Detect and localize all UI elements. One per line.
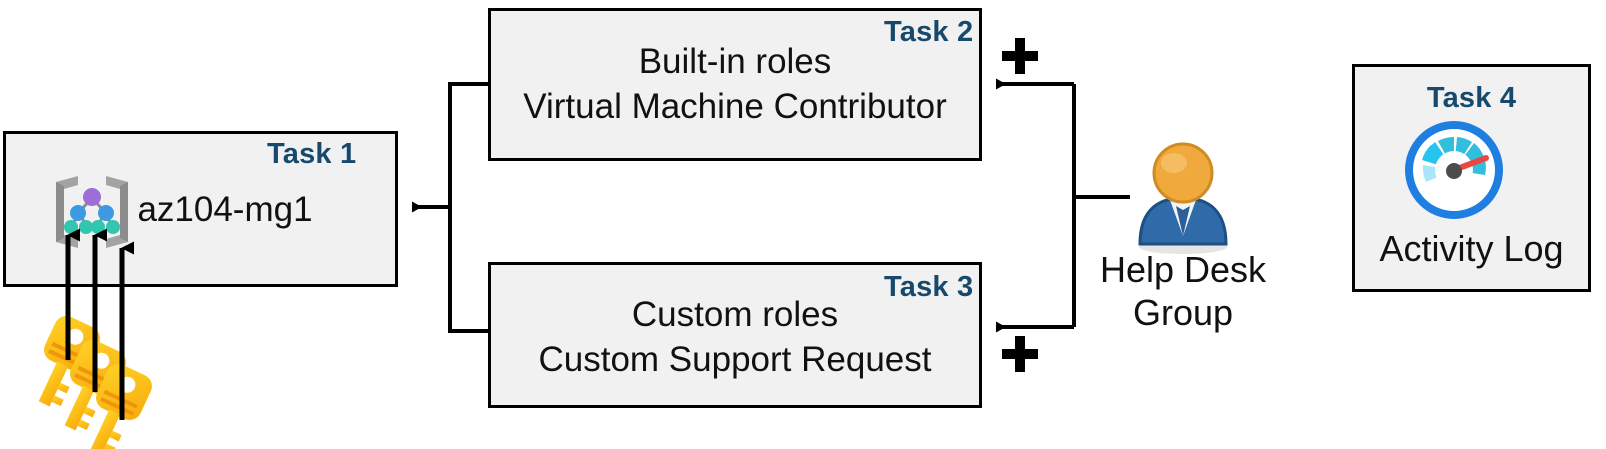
connector-tasks-to-task1 xyxy=(412,82,488,333)
task-3-label: Task 3 xyxy=(884,271,974,303)
task-2-line-1: Built-in roles xyxy=(638,42,832,81)
task-3-box[interactable] xyxy=(488,262,982,408)
connector-helpdesk-to-tasks xyxy=(996,78,1130,333)
connector-keys-to-management-group xyxy=(65,228,134,420)
task-2-label: Task 2 xyxy=(884,16,974,48)
task-4-text: Activity Log xyxy=(1379,228,1564,269)
task-1-text: az104-mg1 xyxy=(137,190,313,229)
actor-label-line-1: Help Desk xyxy=(1099,249,1267,290)
actor-label-line-2: Group xyxy=(1132,292,1234,333)
management-group-icon xyxy=(48,172,136,252)
task-4-label: Task 4 xyxy=(1426,82,1517,114)
plus-operator-bottom xyxy=(1000,334,1040,374)
plus-operator-top xyxy=(1000,36,1040,76)
user-group-icon xyxy=(1128,140,1238,256)
task-3-line-1: Custom roles xyxy=(631,295,839,334)
task-1-label: Task 1 xyxy=(267,138,357,170)
task-3-line-2: Custom Support Request xyxy=(538,340,932,379)
activity-log-gauge-icon xyxy=(1404,120,1504,220)
task-2-line-2: Virtual Machine Contributor xyxy=(523,87,947,126)
task-2-box[interactable] xyxy=(488,8,982,161)
